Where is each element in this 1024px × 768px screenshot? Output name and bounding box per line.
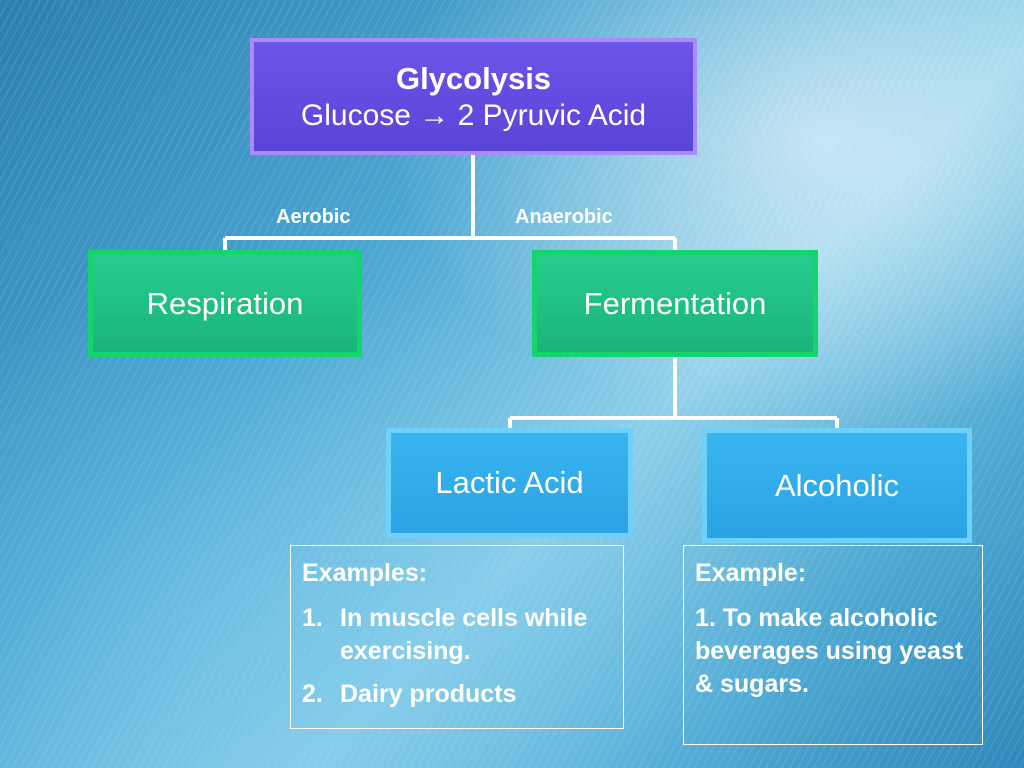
lactic-acid-node: Lactic Acid <box>386 428 633 538</box>
alcoholic-node: Alcoholic <box>702 428 972 543</box>
lactic-examples-heading: Examples: <box>302 559 428 587</box>
lactic-example-number: 2. <box>302 680 323 708</box>
glycolysis-subtitle: Glucose → 2 Pyruvic Acid <box>300 98 647 132</box>
aerobic-label: Aerobic <box>276 206 351 228</box>
respiration-node: Respiration <box>88 250 362 357</box>
alcohol-example-text: 1. To make alcoholic beverages using yea… <box>695 604 964 698</box>
fermentation-node: Fermentation <box>532 250 818 357</box>
lactic-example-text: Dairy products <box>340 680 517 708</box>
lactic-example-item: 1. In muscle cells while exercising. <box>302 602 613 668</box>
anaerobic-label: Anaerobic <box>515 206 613 228</box>
lactic-acid-label: Lactic Acid <box>435 465 584 500</box>
alcohol-examples-box: Example: 1. To make alcoholic beverages … <box>683 545 983 745</box>
lactic-example-text: In muscle cells while exercising. <box>340 604 588 665</box>
respiration-label: Respiration <box>146 285 304 321</box>
lactic-example-number: 1. <box>302 604 323 632</box>
glycolysis-title: Glycolysis <box>395 60 552 96</box>
lactic-examples-box: Examples: 1. In muscle cells while exerc… <box>290 545 624 729</box>
fermentation-label: Fermentation <box>583 285 767 321</box>
alcoholic-label: Alcoholic <box>774 467 900 503</box>
alcohol-examples-heading: Example: <box>695 559 807 587</box>
lactic-example-item: 2. Dairy products <box>302 678 613 711</box>
glycolysis-node: Glycolysis Glucose → 2 Pyruvic Acid <box>250 38 697 155</box>
